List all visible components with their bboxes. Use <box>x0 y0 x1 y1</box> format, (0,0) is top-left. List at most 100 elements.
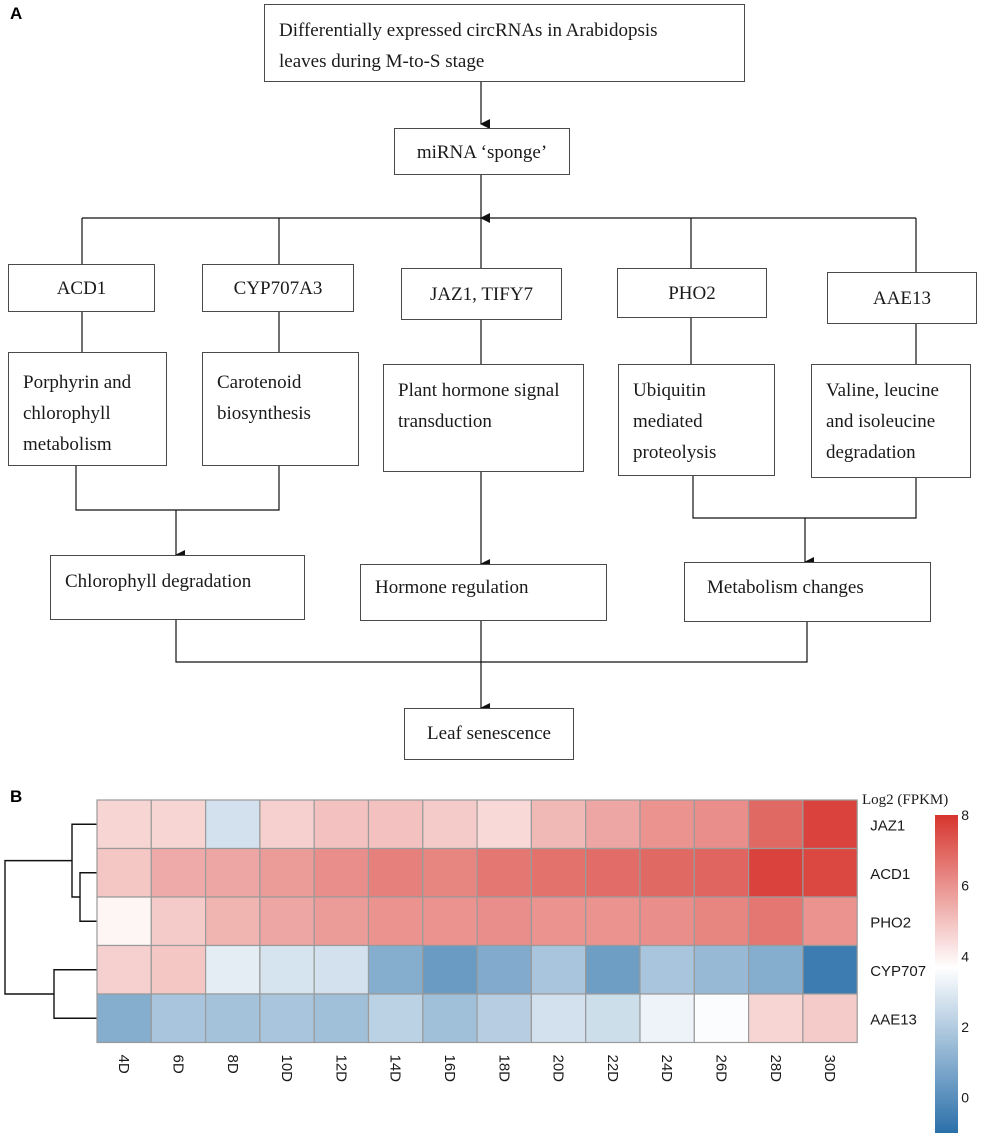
heatmap-cell <box>639 847 695 898</box>
circrna-box: Differentially expressed circRNAs in Ara… <box>264 4 745 82</box>
row-label: PHO2 <box>870 914 911 931</box>
heatmap-cell <box>530 944 587 995</box>
heatmap-cell <box>693 993 750 1044</box>
pathway-valine-line-1: Valine, leucine <box>826 380 939 401</box>
merge-right <box>692 476 917 519</box>
legend-tick-label: 2 <box>961 1019 969 1035</box>
merge-bottom <box>175 620 808 663</box>
heatmap-cell <box>585 944 641 995</box>
heatmap-cell <box>422 799 478 850</box>
heatmap-cell <box>96 944 152 995</box>
heatmap-cell <box>313 847 370 898</box>
heatmap-cell <box>639 993 695 1044</box>
heatmap-cell <box>367 896 424 947</box>
heatmap-cell <box>205 993 261 1044</box>
heatmap-cell <box>585 799 641 850</box>
legend-tick-label: 6 <box>961 878 969 894</box>
heatmap-cell <box>205 847 261 898</box>
heatmap-cell <box>96 896 152 947</box>
heatmap-cell <box>205 799 261 850</box>
heatmap-cell <box>96 799 152 850</box>
dendrogram-branch <box>71 823 97 898</box>
column-label: 12D <box>332 1055 349 1083</box>
heatmap-cell <box>530 799 587 850</box>
leaf-senescence-box: Leaf senescence <box>404 708 574 760</box>
heatmap-cell <box>585 896 641 947</box>
row-label: CYP707 <box>870 963 926 980</box>
outcome-box-chlorophyll: Chlorophyll degradation <box>50 555 305 620</box>
pathway-box-carotenoid: Carotenoid biosynthesis <box>202 352 359 466</box>
mirna-sponge-label: miRNA ‘sponge’ <box>416 142 548 163</box>
pathway-carotenoid-line-2: biosynthesis <box>217 403 311 424</box>
heatmap-cell <box>259 847 315 898</box>
gene-label-cyp707a3: CYP707A3 <box>233 278 323 299</box>
heatmap-cell <box>530 993 587 1044</box>
heatmap-cell <box>747 896 804 947</box>
heatmap-cell <box>150 896 207 947</box>
dendrogram-branch <box>79 872 97 922</box>
heatmap-cell <box>747 944 804 995</box>
heatmap-cell <box>476 896 533 947</box>
row-dendrogram <box>4 823 97 1019</box>
outcome-box-metabolism: Metabolism changes <box>684 562 931 622</box>
row-label: JAZ1 <box>870 817 905 834</box>
heatmap-cell <box>150 847 207 898</box>
heatmap-cell <box>639 799 695 850</box>
pathway-porphyrin-line-1: Porphyrin and <box>23 372 132 393</box>
pathway-porphyrin-line-2: chlorophyll <box>23 403 111 424</box>
column-label: 16D <box>441 1055 458 1083</box>
column-label: 6D <box>169 1055 186 1074</box>
heatmap-cell <box>693 896 750 947</box>
flowchart-connectors <box>75 81 917 713</box>
leaf-senescence-label: Leaf senescence <box>427 723 551 744</box>
gene-label-pho2: PHO2 <box>668 283 716 304</box>
pathway-box-porphyrin: Porphyrin and chlorophyll metabolism <box>8 352 167 466</box>
column-label: 14D <box>387 1055 404 1083</box>
heatmap-cell <box>313 896 370 947</box>
heatmap-cell <box>747 799 804 850</box>
circrna-line-2: leaves during M-to-S stage <box>279 51 485 72</box>
gene-box-jaz1-tify7: JAZ1, TIFY7 <box>401 268 562 320</box>
column-label: 4D <box>115 1055 132 1074</box>
heatmap-cell <box>693 847 750 898</box>
pathway-hormone-line-2: transduction <box>398 411 492 432</box>
heatmap-cell <box>802 896 858 947</box>
pathway-carotenoid-line-1: Carotenoid <box>217 372 302 393</box>
circrna-line-1: Differentially expressed circRNAs in Ara… <box>279 20 658 41</box>
column-label: 24D <box>658 1055 675 1083</box>
gene-box-acd1: ACD1 <box>8 264 155 312</box>
heatmap-cell <box>313 799 370 850</box>
heatmap-cell <box>422 847 478 898</box>
heatmap-cell <box>422 993 478 1044</box>
pathway-valine-line-2: and isoleucine <box>826 411 936 432</box>
outcome-box-hormone: Hormone regulation <box>360 564 607 621</box>
heatmap-cells <box>96 799 858 1044</box>
gene-label-jaz1-tify7: JAZ1, TIFY7 <box>429 284 534 305</box>
column-label: 26D <box>712 1055 729 1083</box>
heatmap-cell <box>259 944 315 995</box>
pathway-hormone-line-1: Plant hormone signal <box>398 380 560 401</box>
heatmap-cell <box>802 847 858 898</box>
pathway-valine-line-3: degradation <box>826 442 916 463</box>
heatmap-cell <box>422 896 478 947</box>
merge-left <box>75 466 280 511</box>
panel-b-label: B <box>10 787 23 806</box>
heatmap-cell <box>367 847 424 898</box>
heatmap-cell <box>530 847 587 898</box>
gene-label-acd1: ACD1 <box>56 278 107 299</box>
pathway-box-valine: Valine, leucine and isoleucine degradati… <box>811 364 971 478</box>
pathway-box-ubiquitin: Ubiquitin mediated proteolysis <box>618 364 775 476</box>
column-label: 22D <box>604 1055 621 1083</box>
heatmap-cell <box>367 993 424 1044</box>
heatmap-cell <box>585 847 641 898</box>
pathway-ubiquitin-line-2: mediated <box>633 411 703 432</box>
gene-box-aae13: AAE13 <box>827 272 977 324</box>
outcome-chlorophyll-label: Chlorophyll degradation <box>65 571 252 592</box>
heatmap-cell <box>367 944 424 995</box>
heatmap-cell <box>259 896 315 947</box>
legend-title: Log2 (FPKM) <box>862 792 948 808</box>
column-label: 18D <box>495 1055 512 1083</box>
heatmap-cell <box>747 847 804 898</box>
